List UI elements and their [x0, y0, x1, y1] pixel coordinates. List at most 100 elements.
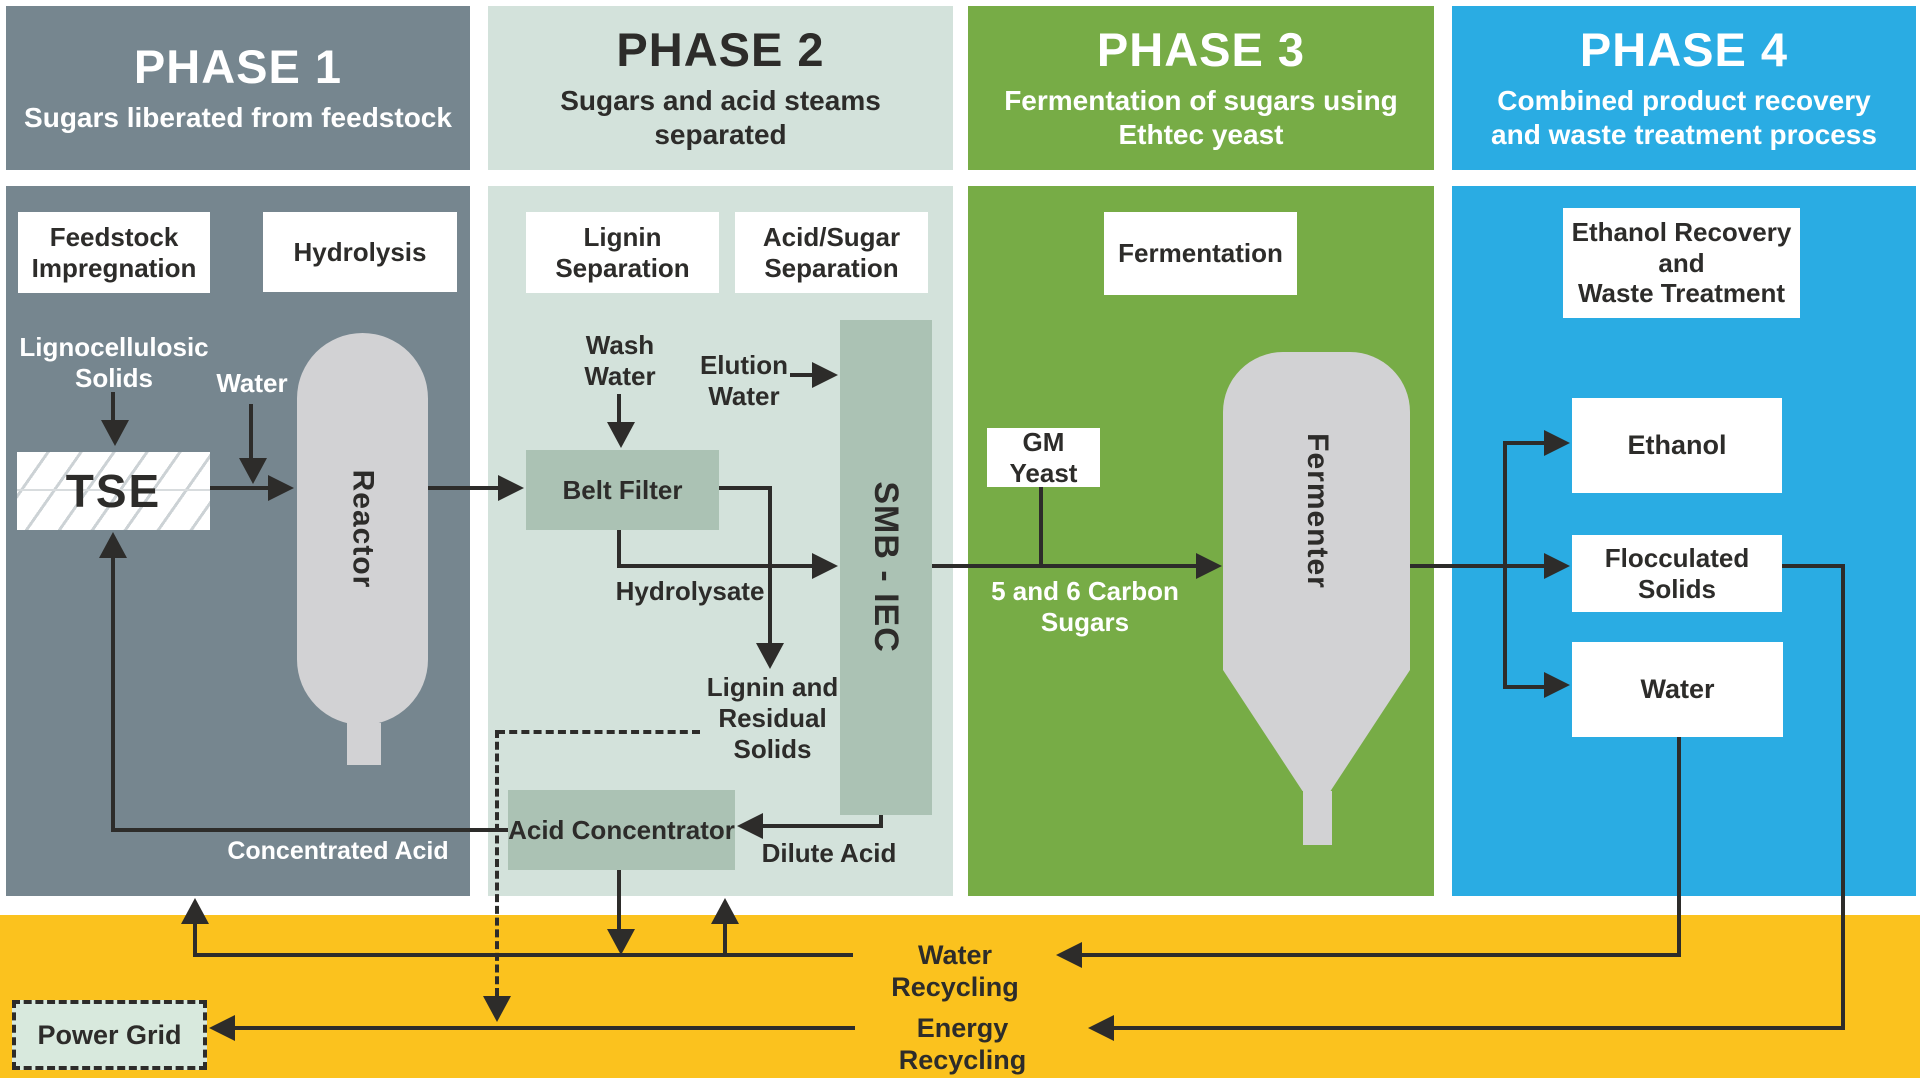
hydrolysate-arrowhead-icon	[812, 553, 838, 579]
water-label: Water	[216, 368, 288, 398]
energy-recycling-arrowhead-icon	[1088, 1015, 1114, 1041]
energy-dashed-vline	[495, 730, 499, 996]
wash-water-arrow-line	[617, 394, 621, 422]
phase2-title: PHASE 2	[616, 22, 825, 76]
reactor-label: Reactor	[346, 469, 380, 589]
concentrated-acid-vline	[111, 558, 115, 832]
phase1-header: PHASE 1 Sugars liberated from feedstock	[6, 6, 470, 170]
phase4-subtitle: Combined product recovery and waste trea…	[1491, 85, 1877, 150]
lignocellulosic-arrow-line	[111, 392, 115, 420]
acid-sugar-separation-box: Acid/Sugar Separation	[735, 212, 928, 293]
fermenter-vessel: Fermenter	[1223, 352, 1410, 670]
phase2-header: PHASE 2 Sugars and acid steams separated	[488, 6, 953, 170]
reactor-nozzle	[347, 723, 381, 765]
dilute-acid-vline	[879, 815, 883, 828]
hydrolysate-line	[617, 564, 812, 568]
energy-dashed-hline	[497, 730, 700, 734]
ethanol-box: Ethanol	[1572, 398, 1782, 493]
water4-branch-line	[1503, 685, 1544, 689]
recycling-band	[0, 915, 1920, 1078]
water-recycle-vline	[1677, 737, 1681, 957]
water-recycling-line-left	[193, 953, 853, 957]
wash-water-arrowhead-icon	[607, 422, 635, 448]
feedstock-impregnation-box: Feedstock Impregnation	[18, 212, 210, 293]
tse-midline	[17, 489, 210, 491]
tse-box: TSE	[17, 452, 210, 530]
beltfilter-bottom-line	[617, 530, 621, 568]
water-recycling-label: Water Recycling	[891, 940, 1019, 1003]
lignocellulosic-arrowhead-icon	[101, 420, 129, 446]
reactor-to-beltfilter-arrowhead-icon	[498, 475, 524, 501]
fermenter-out-line	[1410, 564, 1544, 568]
energy-recycling-line-left	[235, 1026, 855, 1030]
phase3-subtitle: Fermentation of sugars using Ethtec yeas…	[1004, 85, 1398, 150]
water-return-phase1-arrowhead-icon	[181, 898, 209, 924]
ethanol-recovery-box: Ethanol Recovery and Waste Treatment	[1563, 208, 1800, 318]
elution-water-arrowhead-icon	[812, 362, 838, 388]
belt-filter-box: Belt Filter	[526, 450, 719, 530]
concentrated-acid-arrowhead-icon	[99, 532, 127, 558]
elution-water-line	[790, 373, 812, 377]
phase1-title: PHASE 1	[133, 39, 343, 93]
phase1-subtitle: Sugars liberated from feedstock	[24, 101, 452, 133]
water-output-box: Water	[1572, 642, 1783, 737]
energy-dashed-arrowhead-icon	[483, 996, 511, 1022]
wash-water-label: Wash Water	[584, 330, 656, 392]
sugars-arrowhead-icon	[1196, 553, 1222, 579]
lignocellulosic-solids-label: Lignocellulosic Solids	[19, 332, 209, 394]
water-arrow-line	[249, 404, 253, 458]
phase3-title: PHASE 3	[1096, 22, 1306, 76]
lignin-solids-arrowhead-icon	[756, 643, 784, 669]
lignin-separation-box: Lignin Separation	[526, 212, 719, 293]
flocculated-arrowhead-icon	[1544, 553, 1570, 579]
reactor-to-beltfilter-line	[428, 486, 498, 490]
gm-yeast-box: GM Yeast	[987, 427, 1100, 488]
elution-water-label: Elution Water	[699, 350, 789, 412]
power-grid-box: Power Grid	[12, 1000, 207, 1070]
fermenter-label: Fermenter	[1300, 433, 1334, 589]
energy-recycling-label: Energy Recycling	[898, 1013, 1027, 1076]
hydrolysate-label: Hydrolysate	[615, 576, 765, 606]
beltfilter-right-line	[719, 486, 772, 490]
water-recycling-line-right	[1082, 953, 1681, 957]
water-return-phase1-line	[193, 924, 197, 957]
fermentation-box: Fermentation	[1104, 212, 1297, 295]
acid-concentrator-box: Acid Concentrator	[508, 790, 735, 870]
fermenter-nozzle	[1303, 791, 1332, 845]
acidconc-to-water-arrowhead-icon	[607, 929, 635, 955]
energy-recycling-line-right	[1114, 1026, 1845, 1030]
lignin-solids-vline	[768, 486, 772, 643]
carbon-sugars-label: 5 and 6 Carbon Sugars	[991, 576, 1179, 638]
phase4-branch-vline	[1503, 441, 1507, 689]
water-return-phase2-line	[723, 924, 727, 955]
reactor-vessel: Reactor	[297, 333, 428, 725]
water-arrowhead-icon	[239, 458, 267, 484]
phase3-header: PHASE 3 Fermentation of sugars using Eth…	[968, 6, 1434, 170]
ethanol-branch-line	[1503, 441, 1544, 445]
concentrated-acid-label: Concentrated Acid	[227, 837, 449, 865]
hydrolysis-box: Hydrolysis	[263, 212, 457, 292]
sugars-line	[932, 564, 1196, 568]
flocculated-solids-box: Flocculated Solids	[1572, 535, 1782, 612]
phase4-header: PHASE 4 Combined product recovery and wa…	[1452, 6, 1916, 170]
water-recycling-arrowhead-icon	[1056, 942, 1082, 968]
smb-iec-column: SMB - IEC	[840, 320, 932, 815]
water-return-phase2-arrowhead-icon	[711, 898, 739, 924]
smb-iec-label: SMB - IEC	[867, 481, 906, 654]
acidconc-to-water-line	[617, 870, 621, 929]
dilute-acid-hline	[763, 824, 883, 828]
tse-to-reactor-arrowhead-icon	[268, 475, 294, 501]
lignin-residual-solids-label: Lignin and Residual Solids	[706, 672, 839, 765]
dilute-acid-arrowhead-icon	[737, 813, 763, 839]
concentrated-acid-hline	[111, 828, 508, 832]
phase4-title: PHASE 4	[1579, 22, 1789, 76]
tse-to-reactor-line	[210, 486, 268, 490]
ethanol-arrowhead-icon	[1544, 430, 1570, 456]
water4-arrowhead-icon	[1544, 672, 1570, 698]
phase2-subtitle: Sugars and acid steams separated	[560, 85, 881, 150]
tse-label: TSE	[65, 465, 162, 517]
gm-yeast-line	[1039, 487, 1043, 566]
dilute-acid-label: Dilute Acid	[761, 838, 897, 868]
energy-recycle-vline	[1841, 564, 1845, 1030]
